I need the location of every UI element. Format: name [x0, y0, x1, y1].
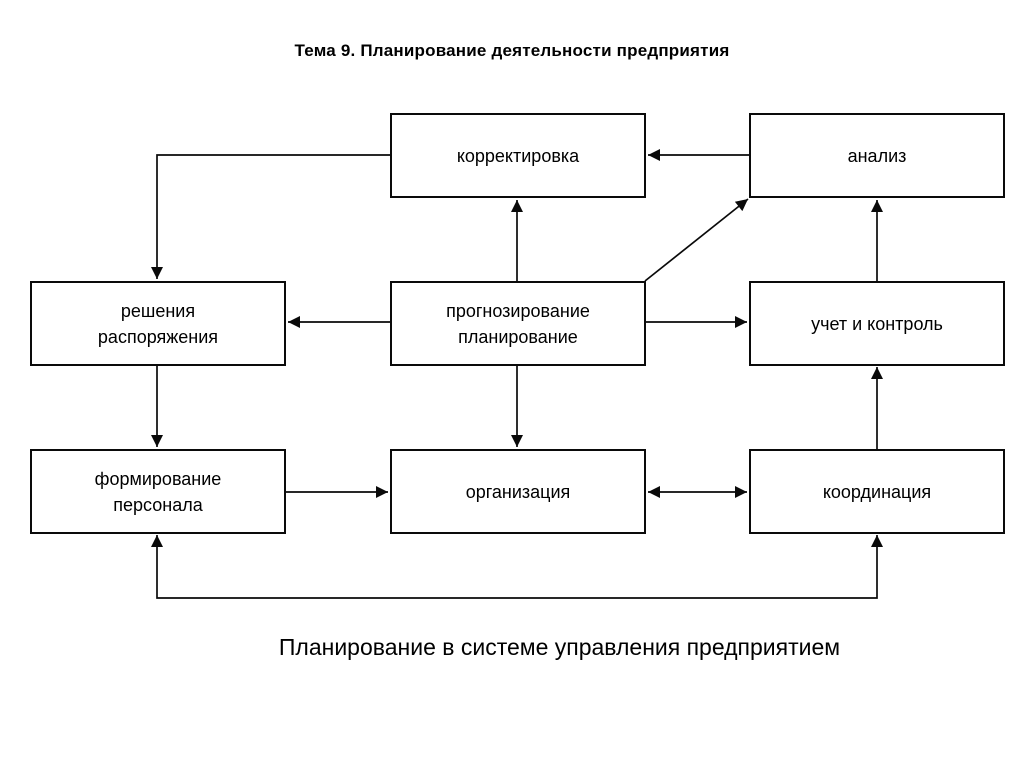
edge-feedback-loop-coordination-staffing — [151, 535, 883, 599]
slide-caption: Планирование в системе управления предпр… — [278, 634, 841, 660]
node-coordination: координация — [749, 449, 1005, 534]
node-accounting-label: учет и контроль — [811, 313, 943, 334]
node-organization-label: организация — [465, 481, 571, 502]
node-analysis: анализ — [749, 113, 1005, 198]
node-analysis-label: анализ — [847, 145, 907, 166]
slide-title: Тема 9. Планирование деятельности предпр… — [294, 41, 730, 60]
node-decisions-label: решения распоряжения — [97, 300, 219, 347]
node-accounting: учет и контроль — [749, 281, 1005, 366]
node-adjustment-label: корректировка — [456, 145, 580, 166]
node-forecasting: прогнозирование планирование — [390, 281, 646, 366]
node-staffing-label: формирование персонала — [94, 468, 222, 515]
node-forecasting-label: прогнозирование планирование — [446, 300, 590, 347]
node-staffing: формирование персонала — [30, 449, 286, 534]
node-organization: организация — [390, 449, 646, 534]
node-coordination-label: координация — [822, 481, 932, 502]
node-adjustment: корректировка — [390, 113, 646, 198]
node-decisions: решения распоряжения — [30, 281, 286, 366]
edge-adjustment-to-decisions — [151, 154, 390, 279]
edge-forecasting-to-analysis-diagonal — [644, 198, 749, 282]
